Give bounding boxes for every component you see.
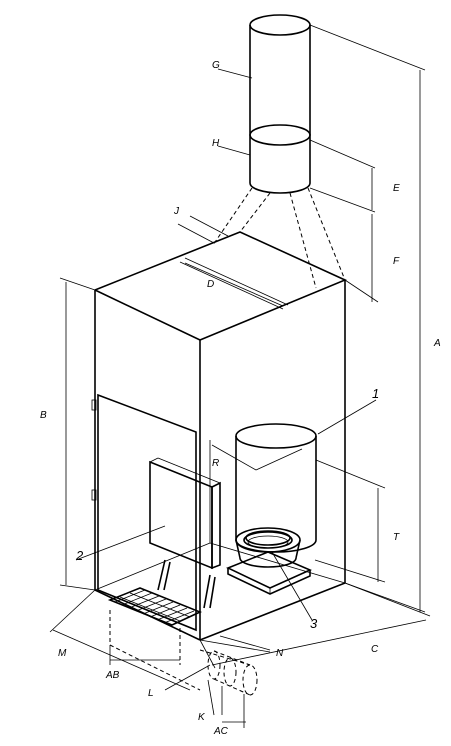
floor-grid	[107, 587, 203, 626]
enclosure-box	[94, 231, 348, 641]
label-AB: AB	[105, 670, 120, 681]
label-R: R	[212, 458, 219, 469]
callout-numbers: 1 2 3	[75, 386, 379, 631]
label-G: G	[212, 60, 220, 71]
dimension-lines	[49, 24, 431, 728]
label-J: J	[173, 206, 180, 217]
label-E: E	[393, 183, 400, 194]
dimension-labels: G H E F J D A B R T C M N AB L K AC	[40, 60, 441, 737]
label-F: F	[393, 256, 400, 267]
specimen-board	[149, 457, 221, 609]
label-M: M	[58, 648, 67, 659]
access-door	[91, 393, 197, 632]
label-L: L	[148, 688, 154, 699]
label-D: D	[207, 279, 214, 290]
label-B: B	[40, 410, 47, 421]
label-T: T	[393, 532, 400, 543]
burner-ring	[226, 527, 312, 595]
label-C: C	[371, 644, 379, 655]
label-N: N	[276, 648, 284, 659]
hood-outline	[212, 187, 346, 289]
label-H: H	[212, 138, 220, 149]
label-A: A	[433, 338, 441, 349]
callout-1: 1	[372, 386, 379, 401]
label-AC: AC	[213, 726, 229, 737]
air-inlet-ducts	[109, 610, 258, 696]
callout-2: 2	[75, 548, 84, 563]
callout-3: 3	[310, 616, 318, 631]
exhaust-duct	[249, 14, 311, 194]
label-K: K	[198, 712, 206, 723]
